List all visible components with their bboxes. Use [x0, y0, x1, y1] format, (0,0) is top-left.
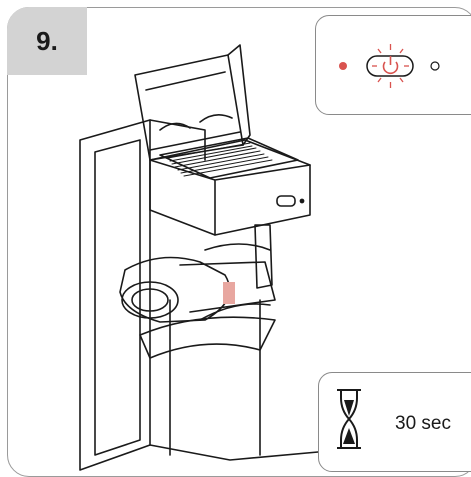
timer-label: 30 sec — [395, 413, 451, 435]
